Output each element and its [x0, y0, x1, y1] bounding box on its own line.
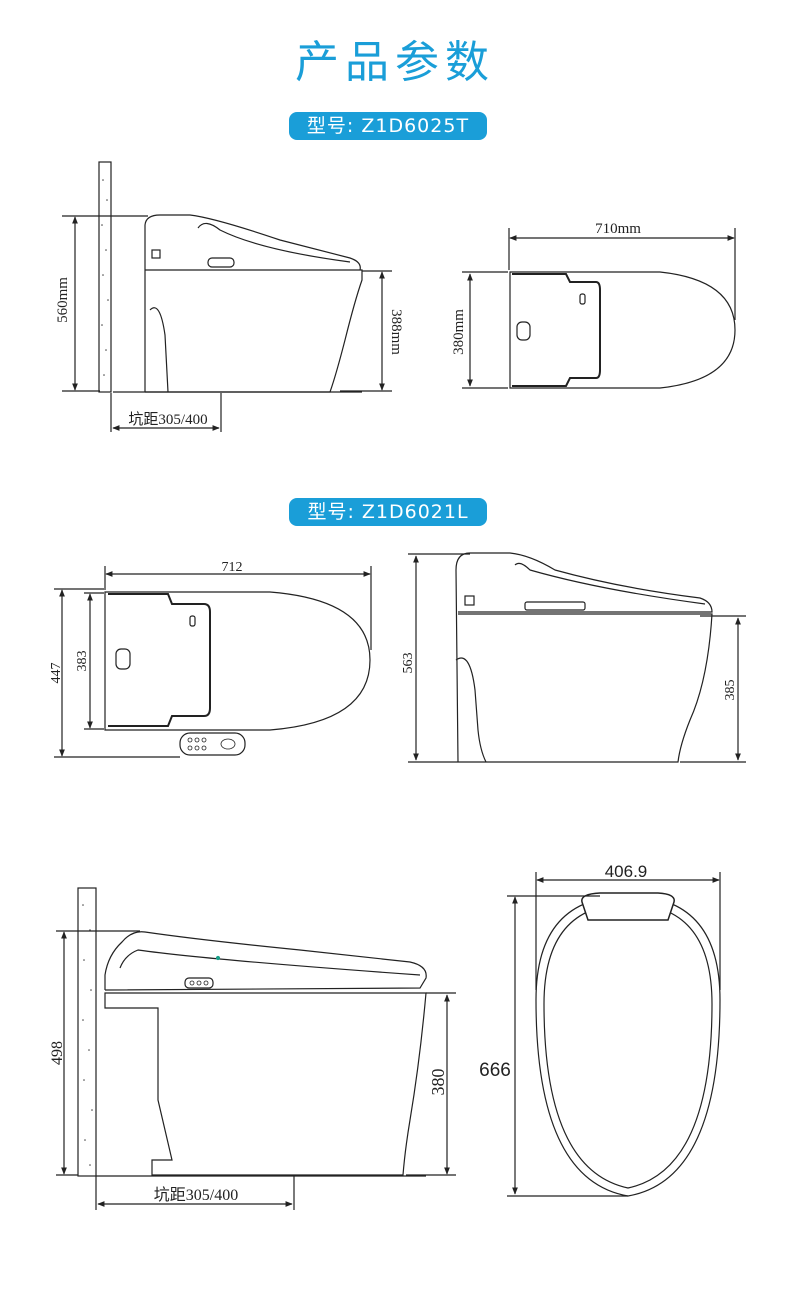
diagram-4-side-view	[408, 552, 746, 763]
knob-icon	[115, 648, 131, 670]
dim-length-3: 712	[222, 560, 243, 575]
diagram-5-side-view	[56, 887, 456, 1210]
remote-control	[179, 732, 246, 756]
trap-outline	[149, 307, 169, 393]
dim-height-4: 563	[401, 653, 416, 674]
dim-bowl-height-5: 380	[428, 1069, 448, 1096]
dim-length-2: 710mm	[595, 221, 641, 237]
seat-outline-6	[543, 903, 713, 1189]
toilet-seat-outline-5	[104, 931, 427, 991]
seat-lid-1	[197, 222, 351, 263]
dim-bowl-height-4: 385	[723, 680, 738, 701]
seat-lid-5	[119, 949, 421, 976]
diagram-2-top-view	[462, 228, 736, 389]
page-title: 产品参数	[295, 37, 495, 88]
dim-bowl-height-1: 388mm	[388, 309, 404, 355]
seat-hinge	[524, 601, 586, 611]
toilet-outline-1	[144, 214, 363, 393]
tank-lid-6	[581, 892, 675, 921]
toilet-top-outline-6	[535, 895, 721, 1197]
wall-section	[98, 161, 112, 393]
dim-width-6: 406.9	[605, 862, 648, 881]
sensor-icon	[579, 293, 586, 305]
button-icon	[151, 249, 161, 259]
dim-width-2: 380mm	[451, 309, 467, 355]
toilet-top-outline-3	[104, 591, 371, 731]
dim-body-width-3: 383	[75, 651, 90, 672]
dim-rough-in-5: 坑距305/400	[154, 1186, 238, 1204]
dim-length-6: 666	[479, 1060, 511, 1081]
wall-section	[77, 887, 97, 1177]
control-panel-icon	[207, 257, 235, 268]
model-badge-1: 型号: Z1D6025T	[289, 112, 487, 140]
model-badge-2: 型号: Z1D6021L	[289, 498, 487, 526]
dim-height-1: 560mm	[55, 277, 71, 323]
dim-height-5: 498	[49, 1041, 66, 1065]
diagram-1-side-view	[62, 161, 392, 432]
tank-cover-3	[108, 593, 211, 727]
tank-cover-2	[512, 273, 601, 387]
toilet-body-outline-4	[458, 613, 713, 763]
knob-icon	[516, 321, 531, 341]
toilet-body-outline-5	[104, 992, 427, 1176]
button-icon	[464, 595, 475, 606]
toilet-top-outline-2	[509, 271, 736, 389]
seat-lid-4	[514, 562, 706, 605]
diagram-6-top-view	[507, 872, 721, 1197]
sensor-icon	[189, 615, 196, 627]
indicator-light	[215, 955, 221, 961]
control-panel-icon	[184, 977, 214, 989]
diagram-3-top-view	[54, 566, 372, 758]
toilet-seat-outline-4	[455, 552, 713, 763]
dim-rough-in-1: 坑距305/400	[128, 411, 207, 428]
trap-outline-4	[455, 657, 487, 763]
dim-total-width-3: 447	[49, 663, 64, 684]
